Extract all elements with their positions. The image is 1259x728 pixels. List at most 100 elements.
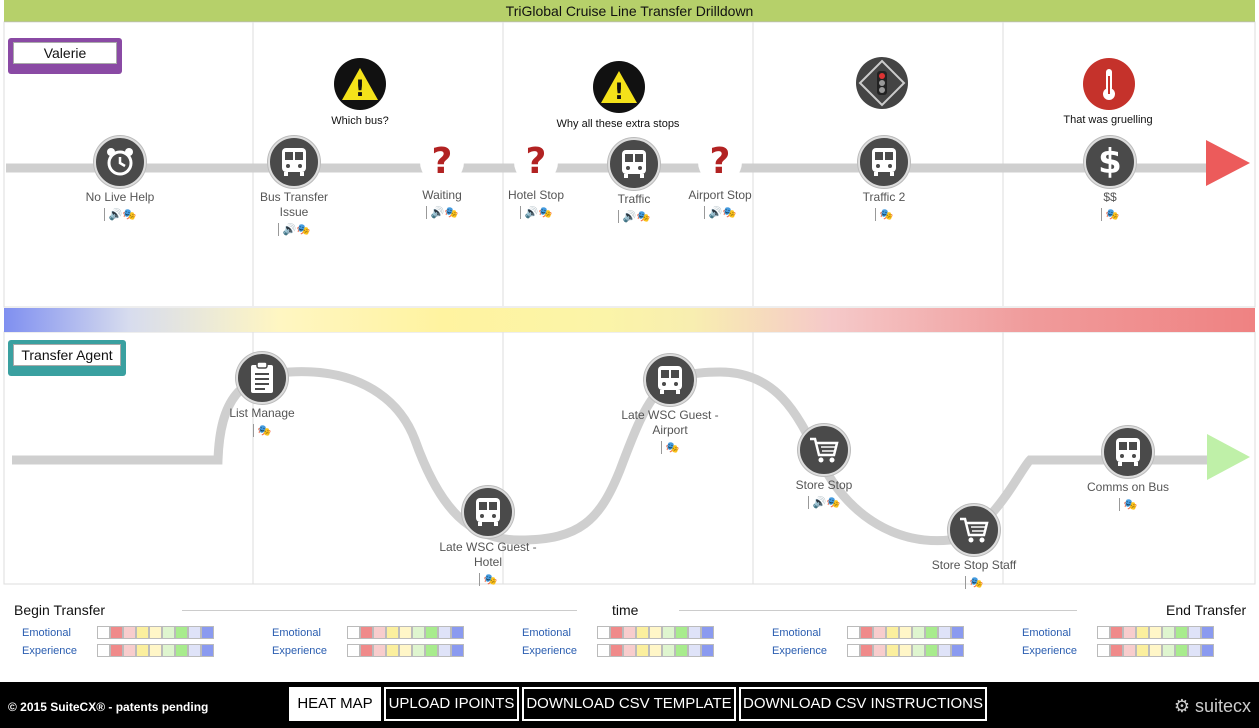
rating-scale[interactable]: [1097, 626, 1214, 639]
rating-swatch[interactable]: [438, 644, 451, 657]
rating-swatch[interactable]: [188, 626, 201, 639]
rating-swatch[interactable]: [360, 644, 373, 657]
rating-swatch[interactable]: [123, 644, 136, 657]
rating-swatch[interactable]: [347, 626, 360, 639]
rating-scale[interactable]: [97, 626, 214, 639]
lane-label-customer[interactable]: Valerie: [8, 38, 122, 74]
rating-swatch[interactable]: [399, 626, 412, 639]
rating-swatch[interactable]: [623, 644, 636, 657]
rating-swatch[interactable]: [110, 626, 123, 639]
rating-swatch[interactable]: [662, 644, 675, 657]
rating-swatch[interactable]: [425, 644, 438, 657]
rating-swatch[interactable]: [675, 626, 688, 639]
rating-scale[interactable]: [597, 644, 714, 657]
rating-swatch[interactable]: [360, 626, 373, 639]
rating-swatch[interactable]: [1188, 644, 1201, 657]
rating-swatch[interactable]: [649, 644, 662, 657]
rating-swatch[interactable]: [951, 626, 964, 639]
rating-swatch[interactable]: [1175, 644, 1188, 657]
rating-swatch[interactable]: [1136, 626, 1149, 639]
rating-swatch[interactable]: [347, 644, 360, 657]
rating-swatch[interactable]: [201, 644, 214, 657]
rating-scale[interactable]: [1097, 644, 1214, 657]
question-mark-icon[interactable]: ?: [514, 140, 558, 184]
rating-swatch[interactable]: [149, 644, 162, 657]
rating-swatch[interactable]: [1149, 626, 1162, 639]
rating-swatch[interactable]: [623, 626, 636, 639]
rating-swatch[interactable]: [451, 644, 464, 657]
rating-swatch[interactable]: [951, 644, 964, 657]
rating-swatch[interactable]: [675, 644, 688, 657]
lane-label-agent[interactable]: Transfer Agent: [8, 340, 126, 376]
warning-icon[interactable]: !: [593, 61, 645, 113]
customer-node-airport-stop[interactable]: Airport Stop 🔊🎭: [660, 186, 780, 221]
rating-swatch[interactable]: [1097, 644, 1110, 657]
rating-swatch[interactable]: [425, 626, 438, 639]
rating-swatch[interactable]: [688, 626, 701, 639]
rating-swatch[interactable]: [123, 626, 136, 639]
rating-scale[interactable]: [347, 644, 464, 657]
rating-swatch[interactable]: [636, 626, 649, 639]
rating-swatch[interactable]: [636, 644, 649, 657]
rating-swatch[interactable]: [136, 644, 149, 657]
rating-swatch[interactable]: [97, 644, 110, 657]
rating-swatch[interactable]: [1136, 644, 1149, 657]
rating-swatch[interactable]: [938, 626, 951, 639]
agent-node-list-manage[interactable]: List Manage 🎭: [202, 352, 322, 439]
rating-swatch[interactable]: [373, 644, 386, 657]
rating-swatch[interactable]: [162, 626, 175, 639]
rating-swatch[interactable]: [438, 626, 451, 639]
rating-swatch[interactable]: [688, 644, 701, 657]
rating-swatch[interactable]: [662, 626, 675, 639]
rating-swatch[interactable]: [1123, 626, 1136, 639]
rating-swatch[interactable]: [399, 644, 412, 657]
rating-swatch[interactable]: [1201, 626, 1214, 639]
rating-swatch[interactable]: [1175, 626, 1188, 639]
customer-node-waiting[interactable]: Waiting 🔊🎭: [382, 186, 502, 221]
rating-swatch[interactable]: [1201, 644, 1214, 657]
rating-swatch[interactable]: [597, 626, 610, 639]
rating-swatch[interactable]: [110, 644, 123, 657]
rating-swatch[interactable]: [886, 626, 899, 639]
agent-node-late-hotel[interactable]: Late WSC Guest - Hotel 🎭: [428, 486, 548, 588]
question-mark-icon[interactable]: ?: [420, 140, 464, 184]
agent-node-store-stop[interactable]: Store Stop 🔊🎭: [764, 424, 884, 511]
rating-swatch[interactable]: [412, 626, 425, 639]
customer-node-dollars[interactable]: $ $$ 🎭: [1050, 136, 1170, 223]
rating-swatch[interactable]: [1123, 644, 1136, 657]
rating-swatch[interactable]: [412, 644, 425, 657]
download-csv-instructions-button[interactable]: DOWNLOAD CSV INSTRUCTIONS: [739, 687, 987, 721]
upload-ipoints-button[interactable]: UPLOAD IPOINTS: [384, 687, 519, 721]
rating-swatch[interactable]: [97, 626, 110, 639]
rating-swatch[interactable]: [649, 626, 662, 639]
rating-swatch[interactable]: [701, 644, 714, 657]
heat-map-button[interactable]: HEAT MAP: [289, 687, 381, 721]
rating-scale[interactable]: [847, 644, 964, 657]
rating-swatch[interactable]: [175, 644, 188, 657]
rating-swatch[interactable]: [162, 644, 175, 657]
rating-swatch[interactable]: [701, 626, 714, 639]
rating-swatch[interactable]: [860, 644, 873, 657]
rating-swatch[interactable]: [136, 626, 149, 639]
customer-node-traffic-2[interactable]: Traffic 2 🎭: [824, 136, 944, 223]
rating-swatch[interactable]: [847, 626, 860, 639]
rating-swatch[interactable]: [201, 626, 214, 639]
rating-swatch[interactable]: [386, 626, 399, 639]
agent-node-late-airport[interactable]: Late WSC Guest - Airport 🎭: [610, 354, 730, 456]
customer-node-traffic[interactable]: Traffic 🔊🎭: [574, 138, 694, 225]
rating-swatch[interactable]: [873, 626, 886, 639]
thermometer-icon[interactable]: [1083, 58, 1135, 110]
rating-swatch[interactable]: [175, 626, 188, 639]
rating-scale[interactable]: [347, 626, 464, 639]
rating-swatch[interactable]: [899, 644, 912, 657]
rating-swatch[interactable]: [149, 626, 162, 639]
rating-swatch[interactable]: [1110, 626, 1123, 639]
rating-scale[interactable]: [97, 644, 214, 657]
rating-swatch[interactable]: [1188, 626, 1201, 639]
customer-node-hotel-stop[interactable]: Hotel Stop 🔊🎭: [476, 186, 596, 221]
rating-swatch[interactable]: [451, 626, 464, 639]
rating-swatch[interactable]: [912, 644, 925, 657]
rating-swatch[interactable]: [1162, 626, 1175, 639]
rating-scale[interactable]: [597, 626, 714, 639]
rating-swatch[interactable]: [873, 644, 886, 657]
